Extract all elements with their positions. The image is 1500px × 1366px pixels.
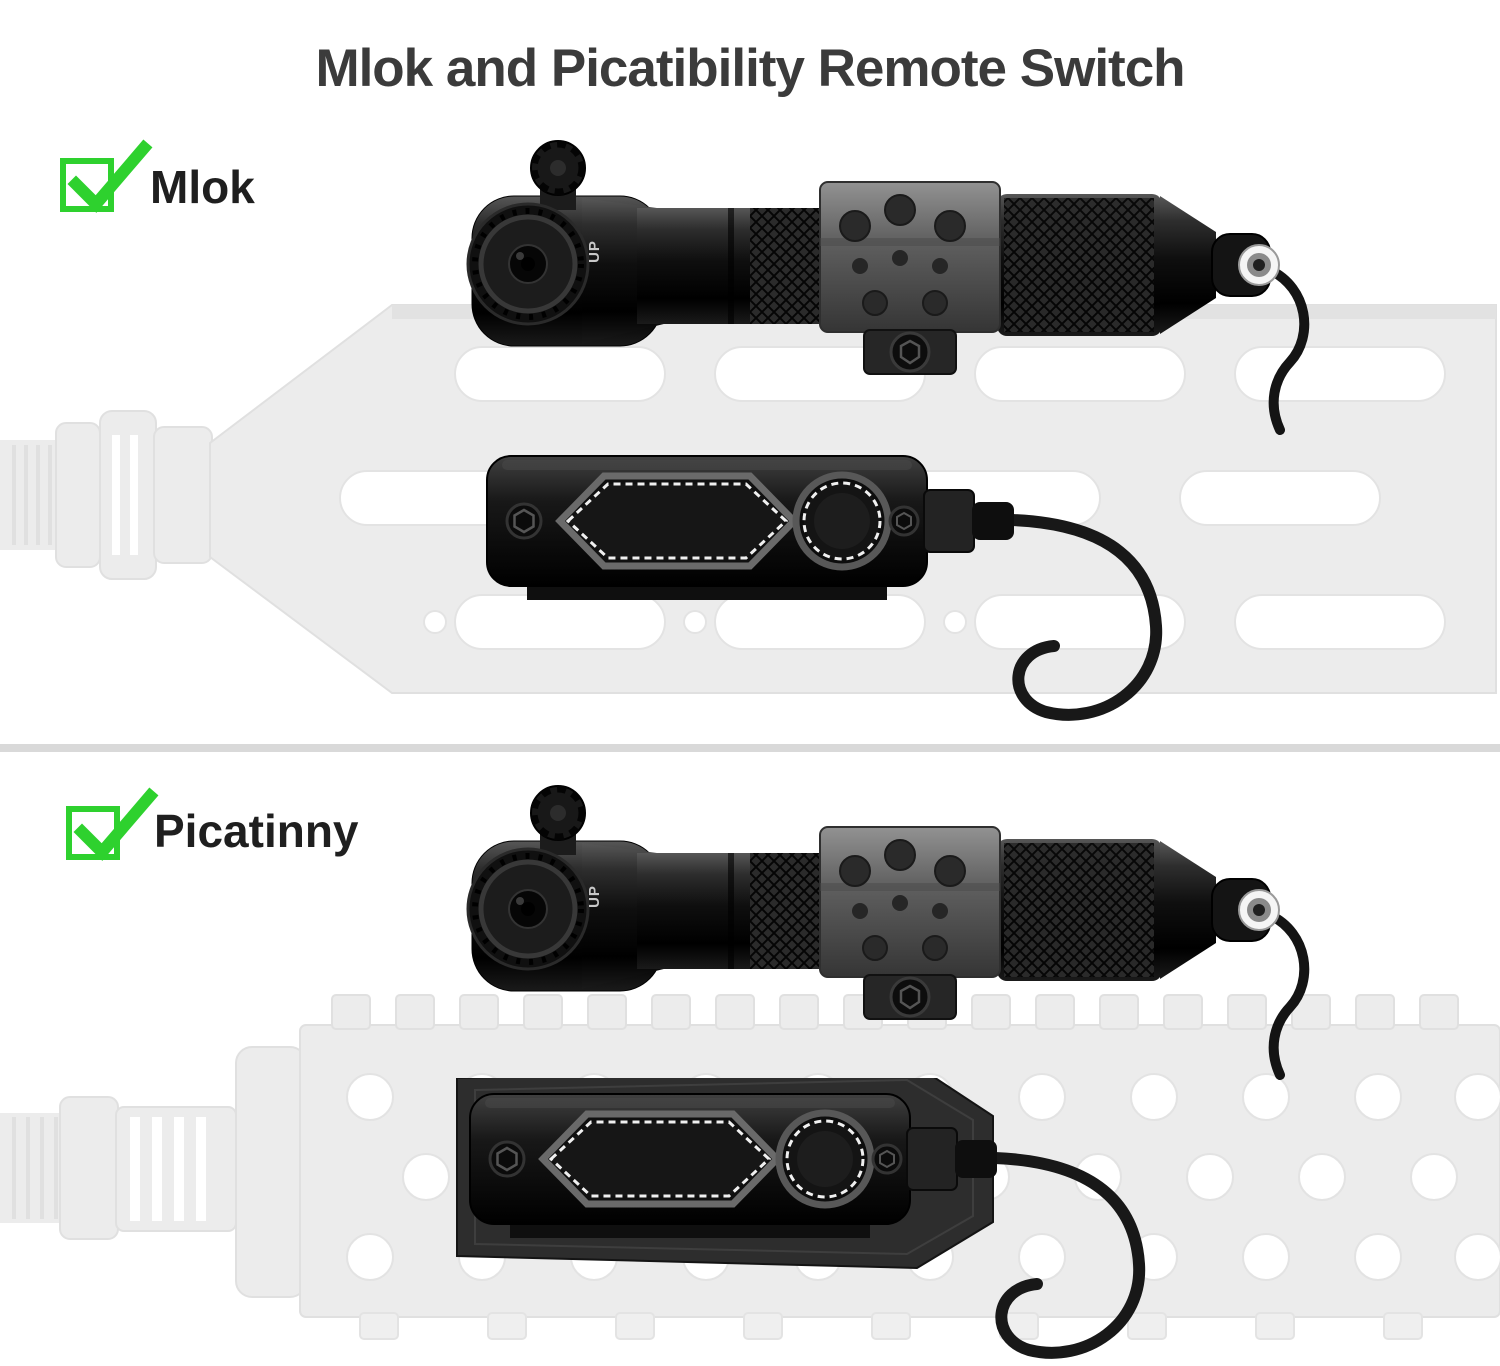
- flashlight-up-marking: UP: [585, 885, 603, 908]
- mlok-checkbox: [60, 139, 153, 213]
- picatinny-label: Picatinny: [154, 805, 359, 857]
- flashlight-image: [432, 138, 1312, 438]
- remote-pressure-switch-on-plate-image: [456, 1078, 1295, 1366]
- remote-pressure-switch-image: [472, 440, 1312, 780]
- mlok-label: Mlok: [150, 161, 255, 213]
- flashlight-image: [432, 783, 1312, 1083]
- flashlight-up-marking: UP: [585, 240, 603, 263]
- page-title: Mlok and Picatibility Remote Switch: [315, 38, 1185, 98]
- picatinny-checkbox: [66, 787, 159, 861]
- check-icon: [67, 139, 153, 213]
- check-icon: [73, 787, 159, 861]
- section-divider: [0, 744, 1500, 752]
